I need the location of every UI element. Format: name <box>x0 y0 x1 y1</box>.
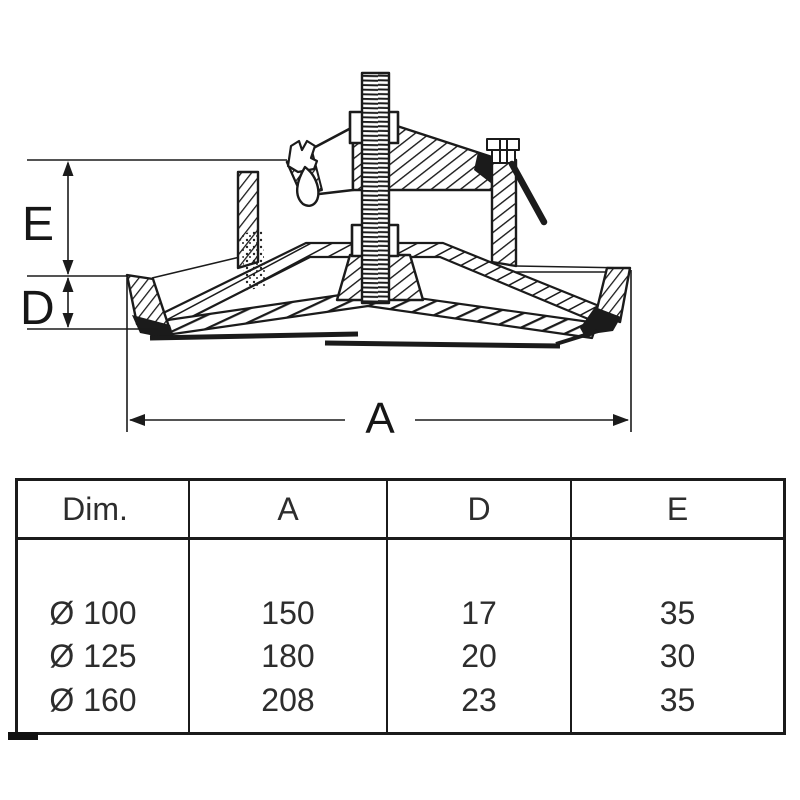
dim-label-e: E <box>22 198 54 251</box>
bracket-wall-right <box>490 158 518 268</box>
cell-e-2: 35 <box>659 681 696 718</box>
col-header-d: D <box>388 481 572 540</box>
cell-e-1: 30 <box>659 638 696 674</box>
cell-e-0: 35 <box>659 594 696 631</box>
dimensions-table: Dim. A D E Ø 100 Ø 125 Ø 160 150 180 208… <box>15 478 786 735</box>
flange-right <box>594 266 632 324</box>
arrowhead-left-icon <box>129 414 145 426</box>
flange-left-tip <box>132 315 175 340</box>
valve-cross-section <box>125 71 632 349</box>
cell-dim-0: Ø 100 <box>49 594 137 631</box>
dimension-annotations: E D A <box>20 159 632 443</box>
col-header-dim: Dim. <box>18 481 190 540</box>
column-e: 35 30 35 <box>572 540 783 732</box>
cell-dim-2: Ø 160 <box>49 681 137 718</box>
dim-label-d: D <box>20 282 55 335</box>
bracket-screw <box>486 138 520 164</box>
gasket-teardrop <box>296 165 320 207</box>
arrowhead-down-icon <box>62 260 74 275</box>
threaded-spindle <box>360 71 391 305</box>
technical-drawing: E D A <box>20 71 632 443</box>
col-header-e: E <box>572 481 783 540</box>
cell-a-1: 180 <box>261 638 315 674</box>
column-d: 17 20 23 <box>388 540 572 732</box>
cell-d-1: 20 <box>461 638 497 674</box>
dimension-e: E <box>22 161 74 275</box>
arrowhead-up-icon <box>62 161 74 176</box>
col-header-a: A <box>190 481 388 540</box>
arrowhead-up-icon <box>62 277 74 292</box>
arrowhead-down-icon <box>62 313 74 328</box>
scan-artifact-mark <box>8 732 38 740</box>
column-dim: Ø 100 Ø 125 Ø 160 <box>18 540 190 732</box>
cell-dim-1: Ø 125 <box>49 638 137 674</box>
column-a: 150 180 208 <box>190 540 388 732</box>
base-plate <box>149 329 599 349</box>
dimension-a: A <box>126 270 632 443</box>
diagonal-strut <box>508 160 548 226</box>
dim-label-a: A <box>365 394 395 443</box>
gasket-texture <box>240 228 266 291</box>
retainer-clip-left <box>286 139 319 174</box>
arrowhead-right-icon <box>613 414 629 426</box>
cell-d-2: 23 <box>461 681 497 718</box>
cone-bracket-joint <box>474 152 492 184</box>
cell-d-0: 17 <box>461 594 497 631</box>
cell-a-2: 208 <box>261 681 315 718</box>
flange-right-tip <box>580 307 621 335</box>
dimension-d: D <box>20 277 74 335</box>
ring-edge-left <box>151 256 241 279</box>
cell-a-0: 150 <box>261 594 315 631</box>
